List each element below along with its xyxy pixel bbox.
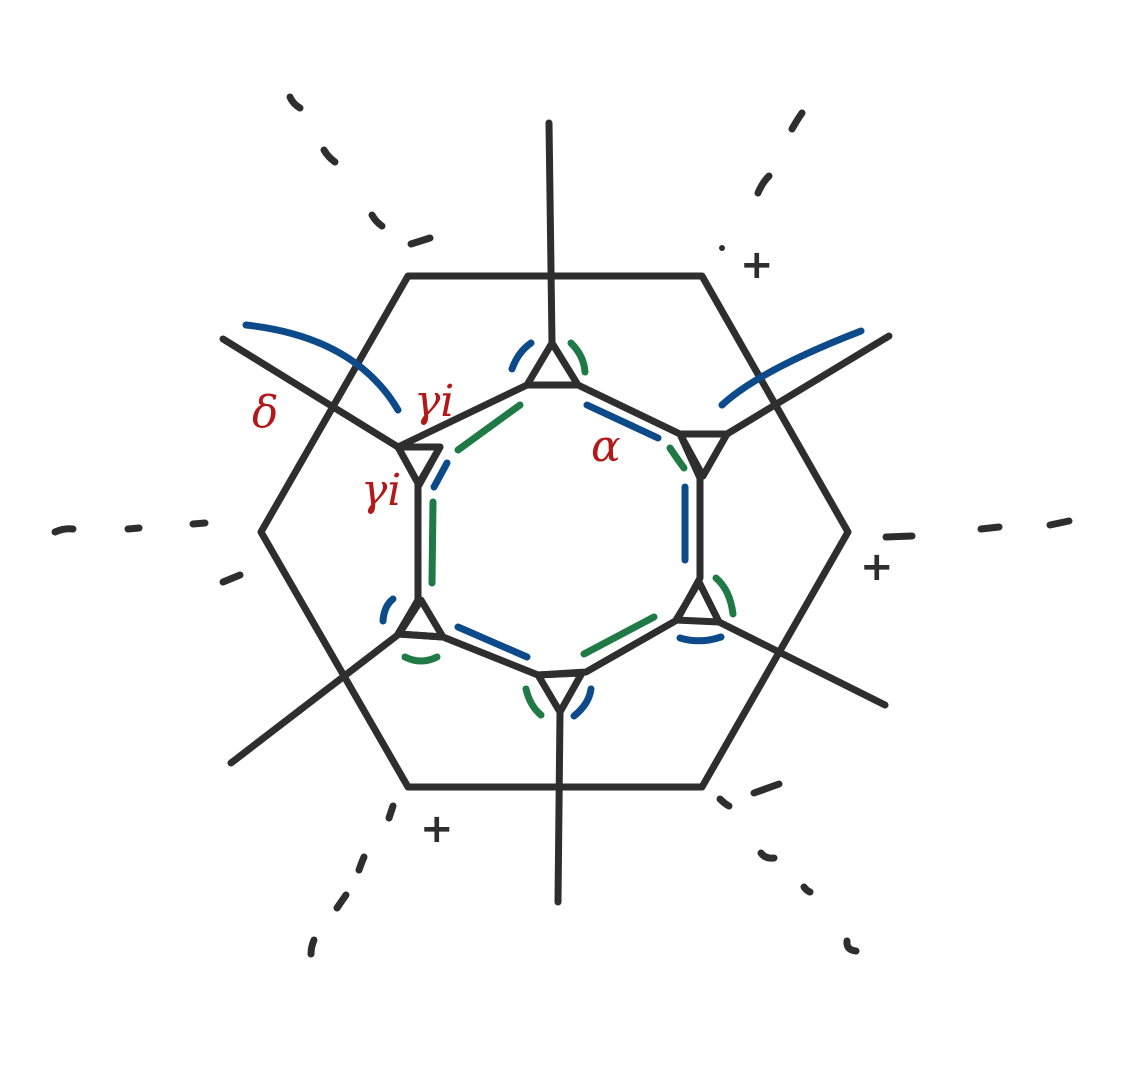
- outer-hexagon: [257, 272, 852, 791]
- triangle-upper-right: [676, 430, 731, 480]
- blue-corner-bottom: [570, 685, 595, 720]
- dashes-upper-right: [719, 109, 806, 251]
- triangle-top: [523, 339, 582, 389]
- blue-segment-lower-left-edge: [454, 623, 531, 661]
- blue-segment-top-right-edge: [583, 401, 662, 442]
- triangle-lower-right: [672, 578, 723, 626]
- green-segment-lower-right-edge: [580, 613, 658, 658]
- leg-bottom: [554, 708, 564, 906]
- label-alpha: α: [591, 421, 621, 472]
- blue-corner-lower-left: [379, 595, 397, 625]
- dashes-left: [51, 519, 244, 586]
- label-delta: δ: [252, 387, 279, 438]
- leg-upper-right: [723, 332, 893, 438]
- sign-top-right: +: [740, 242, 774, 288]
- sign-right: +: [860, 544, 894, 590]
- leg-top: [545, 119, 556, 347]
- leg-lower-right: [715, 618, 889, 709]
- green-corner-upper-right: [666, 444, 688, 472]
- dashes-right: [882, 517, 1073, 541]
- label-gamma-left: γi: [361, 465, 401, 516]
- triangle-upper-left: [394, 443, 444, 489]
- leg-upper-left: [219, 335, 402, 451]
- blue-corner-top: [508, 339, 535, 373]
- triangle-bottom: [534, 669, 586, 716]
- blue-segment-left-top: [430, 459, 451, 491]
- blue-arc-upper-right: [718, 327, 865, 409]
- blue-arc-upper-left: [242, 321, 402, 414]
- triangle-lower-left: [395, 596, 447, 641]
- label-gamma-top: γi: [414, 376, 454, 427]
- green-corner-lower-left: [401, 653, 441, 665]
- dashes-lower-right: [716, 780, 860, 955]
- green-segment-left-edge: [428, 498, 437, 587]
- leg-lower-left: [227, 630, 403, 767]
- sign-bottom-left: +: [420, 806, 454, 852]
- blue-corner-lower-right: [676, 633, 725, 645]
- green-segment-top-left-edge: [454, 401, 524, 454]
- dashes-upper-left: [286, 93, 434, 248]
- green-corner-bottom: [522, 685, 545, 719]
- green-corner-top: [567, 339, 589, 376]
- dashes-lower-left: [307, 802, 397, 958]
- green-corner-right: [712, 574, 737, 618]
